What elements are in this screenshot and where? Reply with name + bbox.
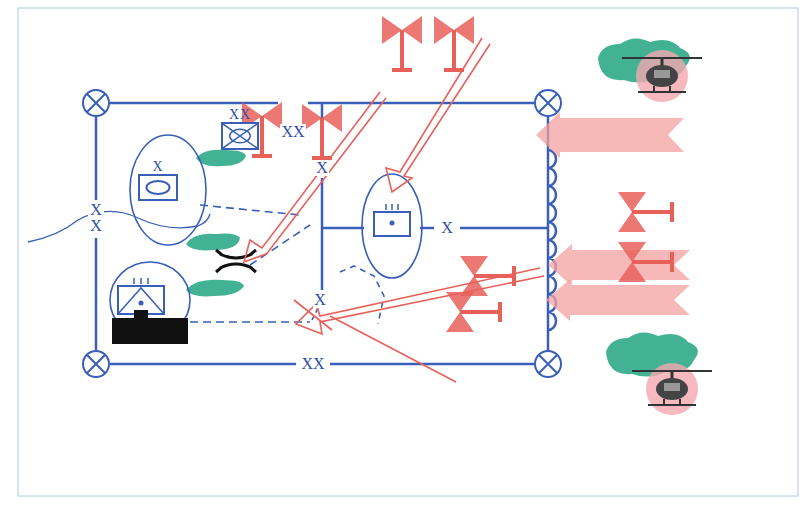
- unit-icon: [223, 124, 257, 148]
- echelon-label: X: [313, 292, 327, 308]
- echelon-label: X: [315, 160, 329, 176]
- echelon-mark: X: [152, 160, 163, 174]
- unit-symbol: XX: [221, 108, 259, 150]
- echelon-label: X: [440, 220, 454, 236]
- echelon-label: XX: [300, 356, 325, 372]
- unit-box: [221, 122, 259, 150]
- echelon-mark: XX: [229, 108, 251, 122]
- unit-icon: [140, 176, 176, 199]
- unit-box: [138, 174, 178, 201]
- echelon-label: X X: [88, 202, 104, 234]
- unit-symbol: X: [138, 160, 178, 201]
- echelon-label: XX: [280, 124, 305, 140]
